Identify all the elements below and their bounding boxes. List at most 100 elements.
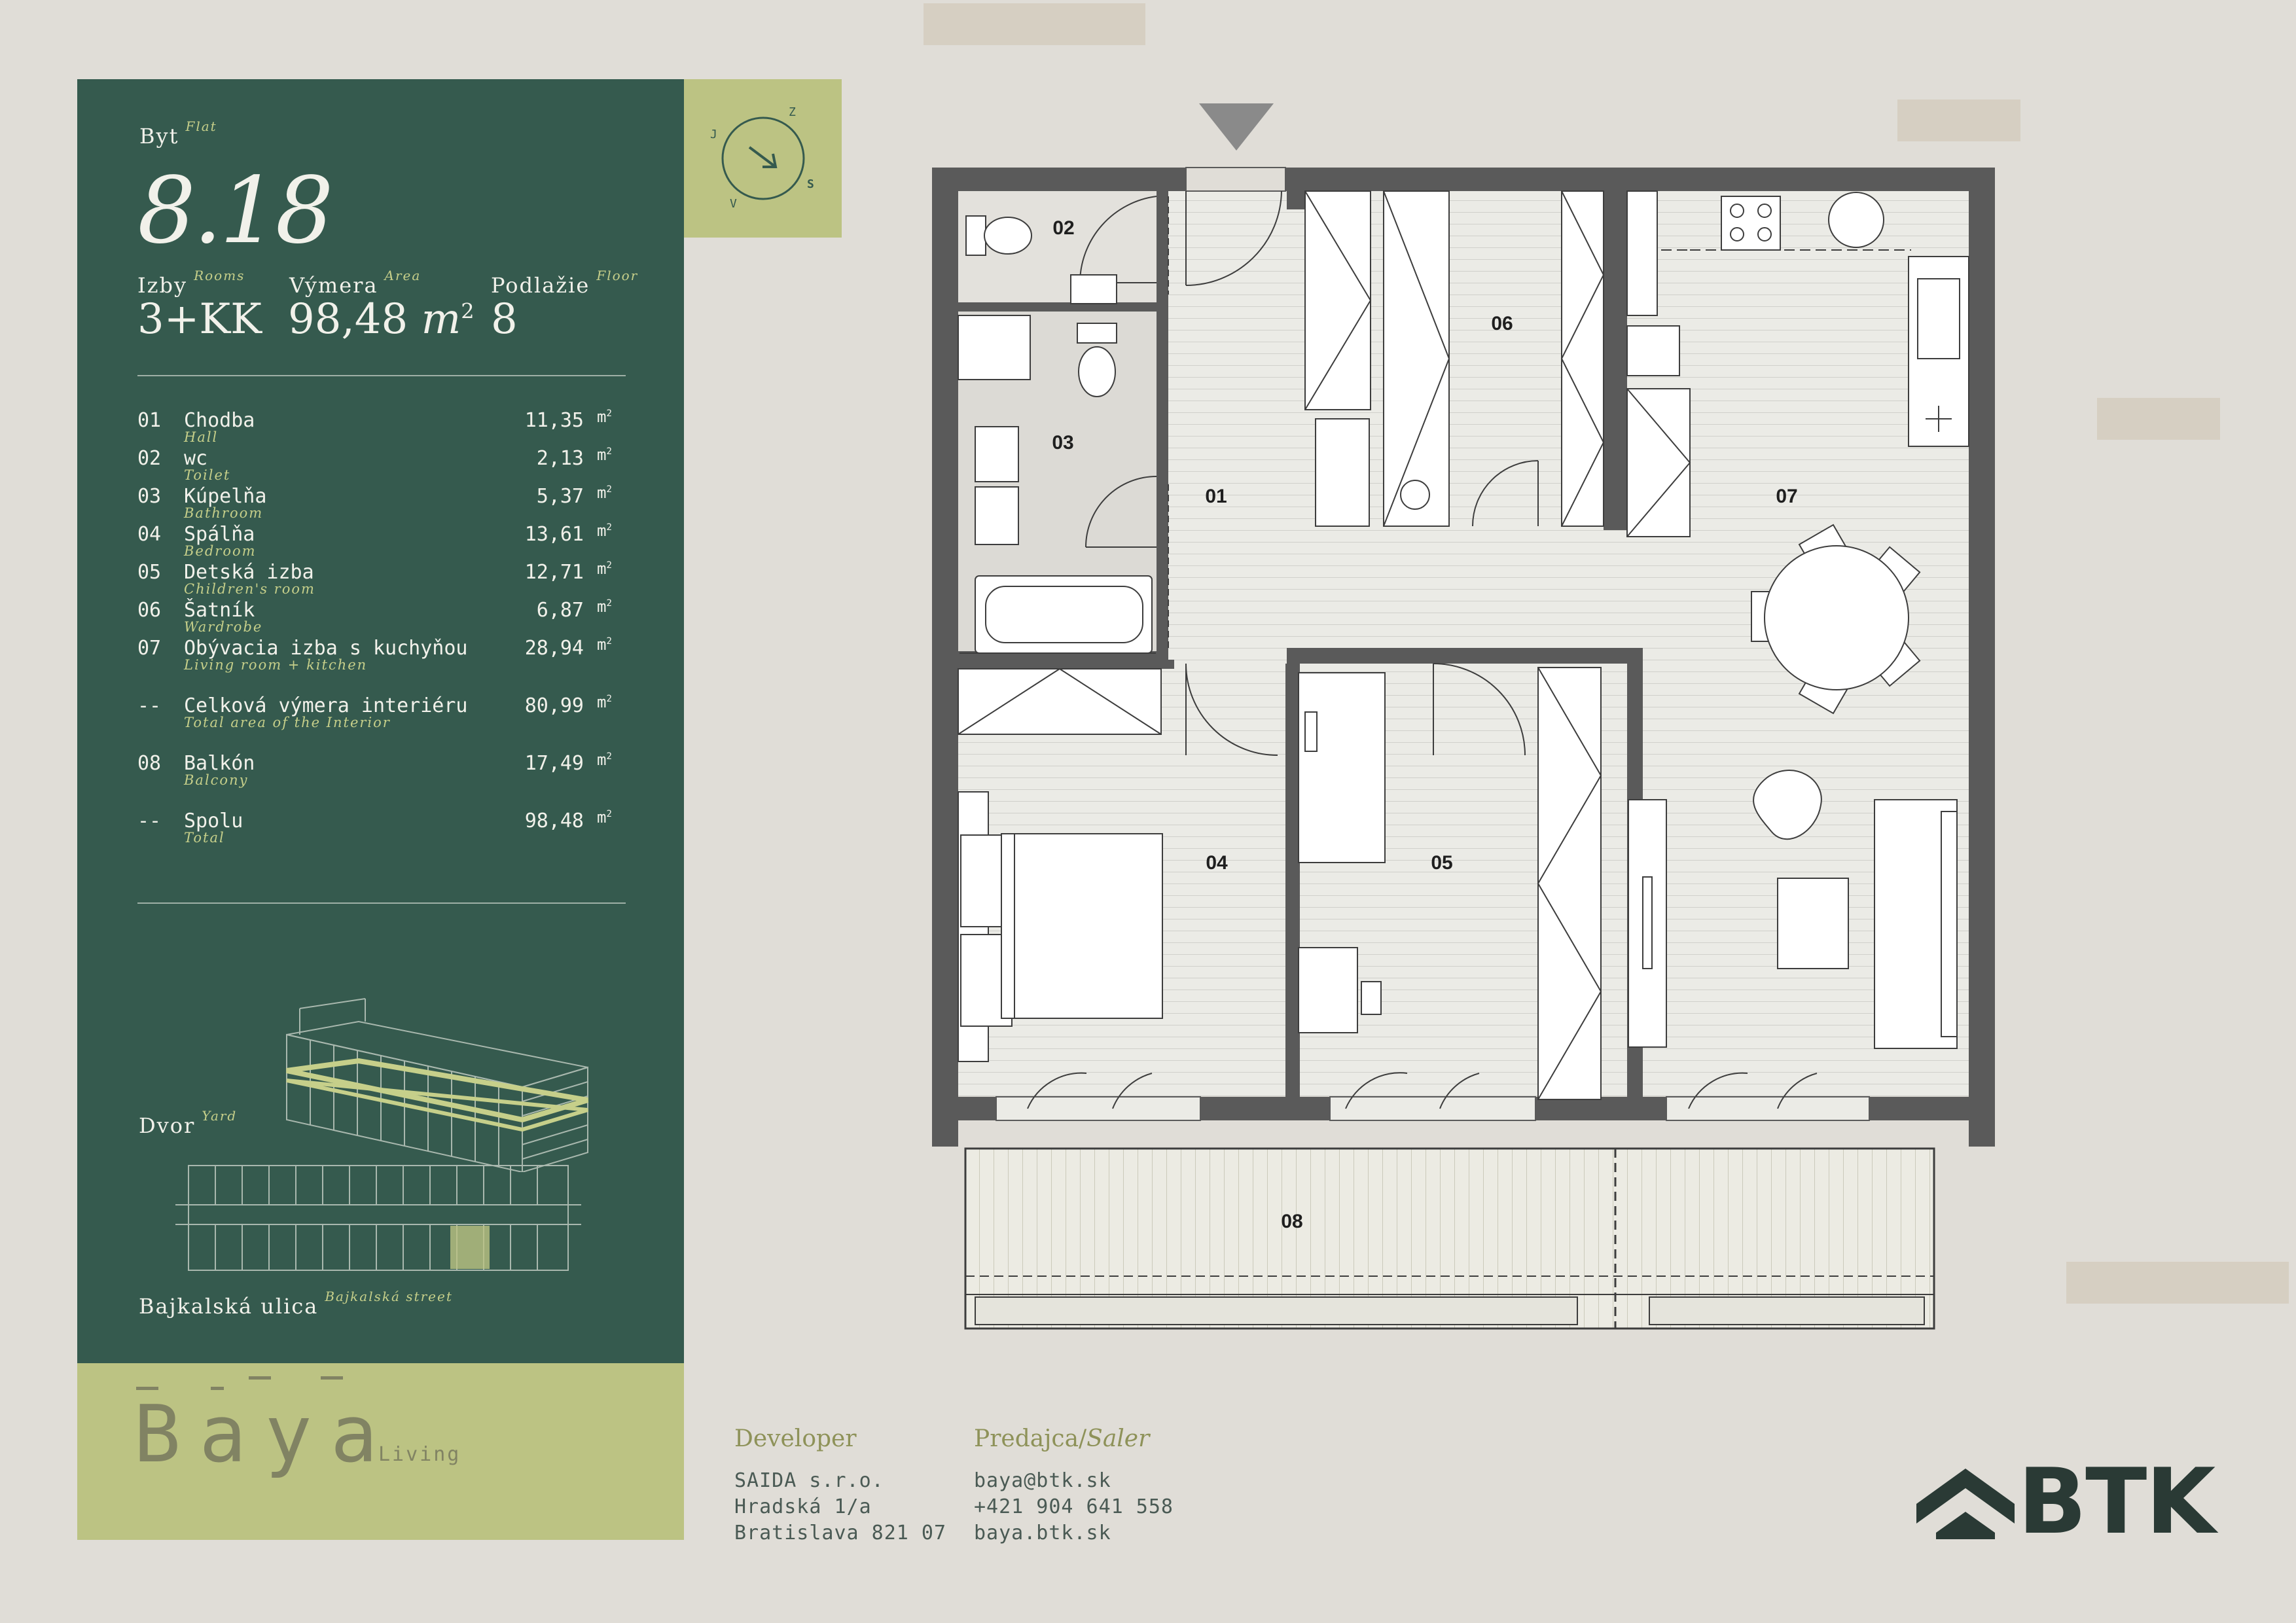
rooms-label-text: Izby	[137, 273, 188, 298]
area-unit: m2	[597, 808, 626, 827]
area-unit: m2	[597, 597, 626, 616]
yard-label-en: Yard	[202, 1108, 238, 1124]
brand-subtitle: Living	[378, 1443, 461, 1466]
room-number: 02	[137, 447, 162, 470]
room-name-en: Hall	[184, 429, 219, 445]
yard-label-text: Dvor	[139, 1113, 196, 1138]
room-area: 11,35	[524, 409, 584, 432]
room-number: 03	[137, 485, 162, 508]
unit-base: m	[597, 808, 607, 827]
room-name-en: Living room + kitchen	[184, 657, 368, 673]
unit-exp: 2	[606, 408, 612, 419]
unit-exp: 2	[606, 598, 612, 609]
area-unit: m2	[597, 635, 626, 654]
unit-base: m	[597, 484, 607, 502]
room-name: Kúpelňa	[184, 485, 267, 508]
room-name-en: Toilet	[184, 467, 231, 483]
unit-base: m	[597, 408, 607, 426]
unit-exp: 2	[606, 560, 612, 571]
room-number: 05	[137, 561, 162, 584]
saler-website[interactable]: baya.btk.sk	[974, 1522, 1111, 1544]
area-value: 98,48 m2	[288, 295, 475, 344]
room-area: 98,48	[524, 810, 584, 832]
floor-value: 8	[491, 295, 518, 344]
divider	[137, 375, 626, 376]
room-area: 80,99	[524, 694, 584, 717]
saler-email[interactable]: baya@btk.sk	[974, 1469, 1111, 1492]
room-number: 06	[137, 599, 162, 622]
decor-block	[924, 3, 1145, 45]
plan-room-label: 04	[1206, 852, 1228, 874]
room-number: 04	[137, 523, 162, 546]
unit-exp: 2	[606, 809, 612, 819]
building-illustration	[286, 998, 589, 1172]
compass-icon: Z S V J	[710, 105, 814, 211]
room-area: 17,49	[524, 752, 584, 775]
room-name-en: Bathroom	[184, 505, 264, 521]
saler-heading-en: Saler	[1086, 1425, 1150, 1452]
brand-panel: Baya Living	[77, 1363, 684, 1540]
area-unit: m2	[597, 408, 626, 426]
unit-exp: 2	[606, 484, 612, 495]
room-name: Chodba	[184, 409, 255, 432]
room-name-en: Children's room	[184, 581, 315, 597]
childrens-room-furniture	[1298, 667, 1602, 1100]
area-unit: m2	[597, 751, 626, 769]
rooms-value: 3+KK	[137, 295, 262, 344]
compass-panel: Z S V J	[684, 79, 842, 238]
unit-base: m	[597, 693, 607, 711]
room-name-en: Total	[184, 830, 225, 846]
street-label-text: Bajkalská ulica	[139, 1294, 319, 1319]
developer-line: SAIDA s.r.o.	[734, 1469, 884, 1492]
unit-base: m	[597, 446, 607, 464]
room-name-en: Total area of the Interior	[184, 715, 391, 730]
saler-phone[interactable]: +421 904 641 558	[974, 1495, 1174, 1518]
room-number: --	[137, 694, 162, 717]
compass-letter-v: V	[730, 197, 737, 211]
wardrobe-cabinets	[1304, 190, 1605, 527]
room-name: Spolu	[184, 810, 243, 832]
room-name-en: Balcony	[184, 772, 249, 788]
compass-letter-s: S	[807, 177, 814, 191]
room-name: Šatník	[184, 599, 255, 622]
flat-label-en: Flat	[185, 118, 217, 134]
plan-room-label: 05	[1431, 852, 1452, 874]
flat-number: 8.18	[137, 158, 334, 264]
developer-heading: Developer	[734, 1425, 857, 1452]
room-number: 08	[137, 752, 162, 775]
area-label-text: Výmera	[289, 273, 378, 298]
decor-block	[1897, 99, 2020, 141]
area-unit: m2	[597, 484, 626, 502]
unit-exp: 2	[606, 694, 612, 704]
plan-room-label: 06	[1491, 313, 1513, 334]
compass-letter-j: J	[710, 128, 717, 141]
decor-block	[2066, 1262, 2289, 1304]
entrance-arrow-icon	[1199, 103, 1274, 151]
unit-base: m	[597, 522, 607, 540]
room-name: Balkón	[184, 752, 255, 775]
btk-roof-icon	[1916, 1469, 2015, 1539]
unit-base: m	[597, 597, 607, 616]
room-name-en: Bedroom	[184, 543, 257, 559]
plan-room-label: 02	[1052, 217, 1074, 239]
room-name: Obývacia izba s kuchyňou	[184, 637, 468, 660]
brand-accent	[211, 1387, 224, 1390]
divider	[137, 902, 626, 904]
unit-base: m	[597, 560, 607, 578]
room-name: Detská izba	[184, 561, 314, 584]
brand-accent	[321, 1376, 343, 1380]
btk-logo: BTK	[1916, 1449, 2215, 1554]
decor-block	[2097, 398, 2220, 440]
room-area: 2,13	[536, 447, 584, 470]
floor-label-en: Floor	[596, 268, 639, 283]
developer-line: Hradská 1/a	[734, 1495, 872, 1518]
